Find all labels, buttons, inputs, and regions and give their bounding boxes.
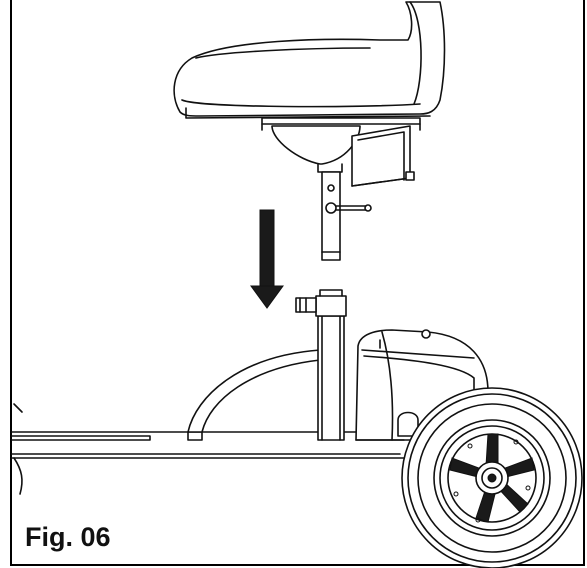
figure-label: Fig. 06 — [25, 522, 111, 552]
down-arrow — [250, 209, 284, 309]
seat — [173, 1, 446, 261]
rear-wheel — [401, 387, 583, 568]
figure-frame — [10, 0, 585, 566]
